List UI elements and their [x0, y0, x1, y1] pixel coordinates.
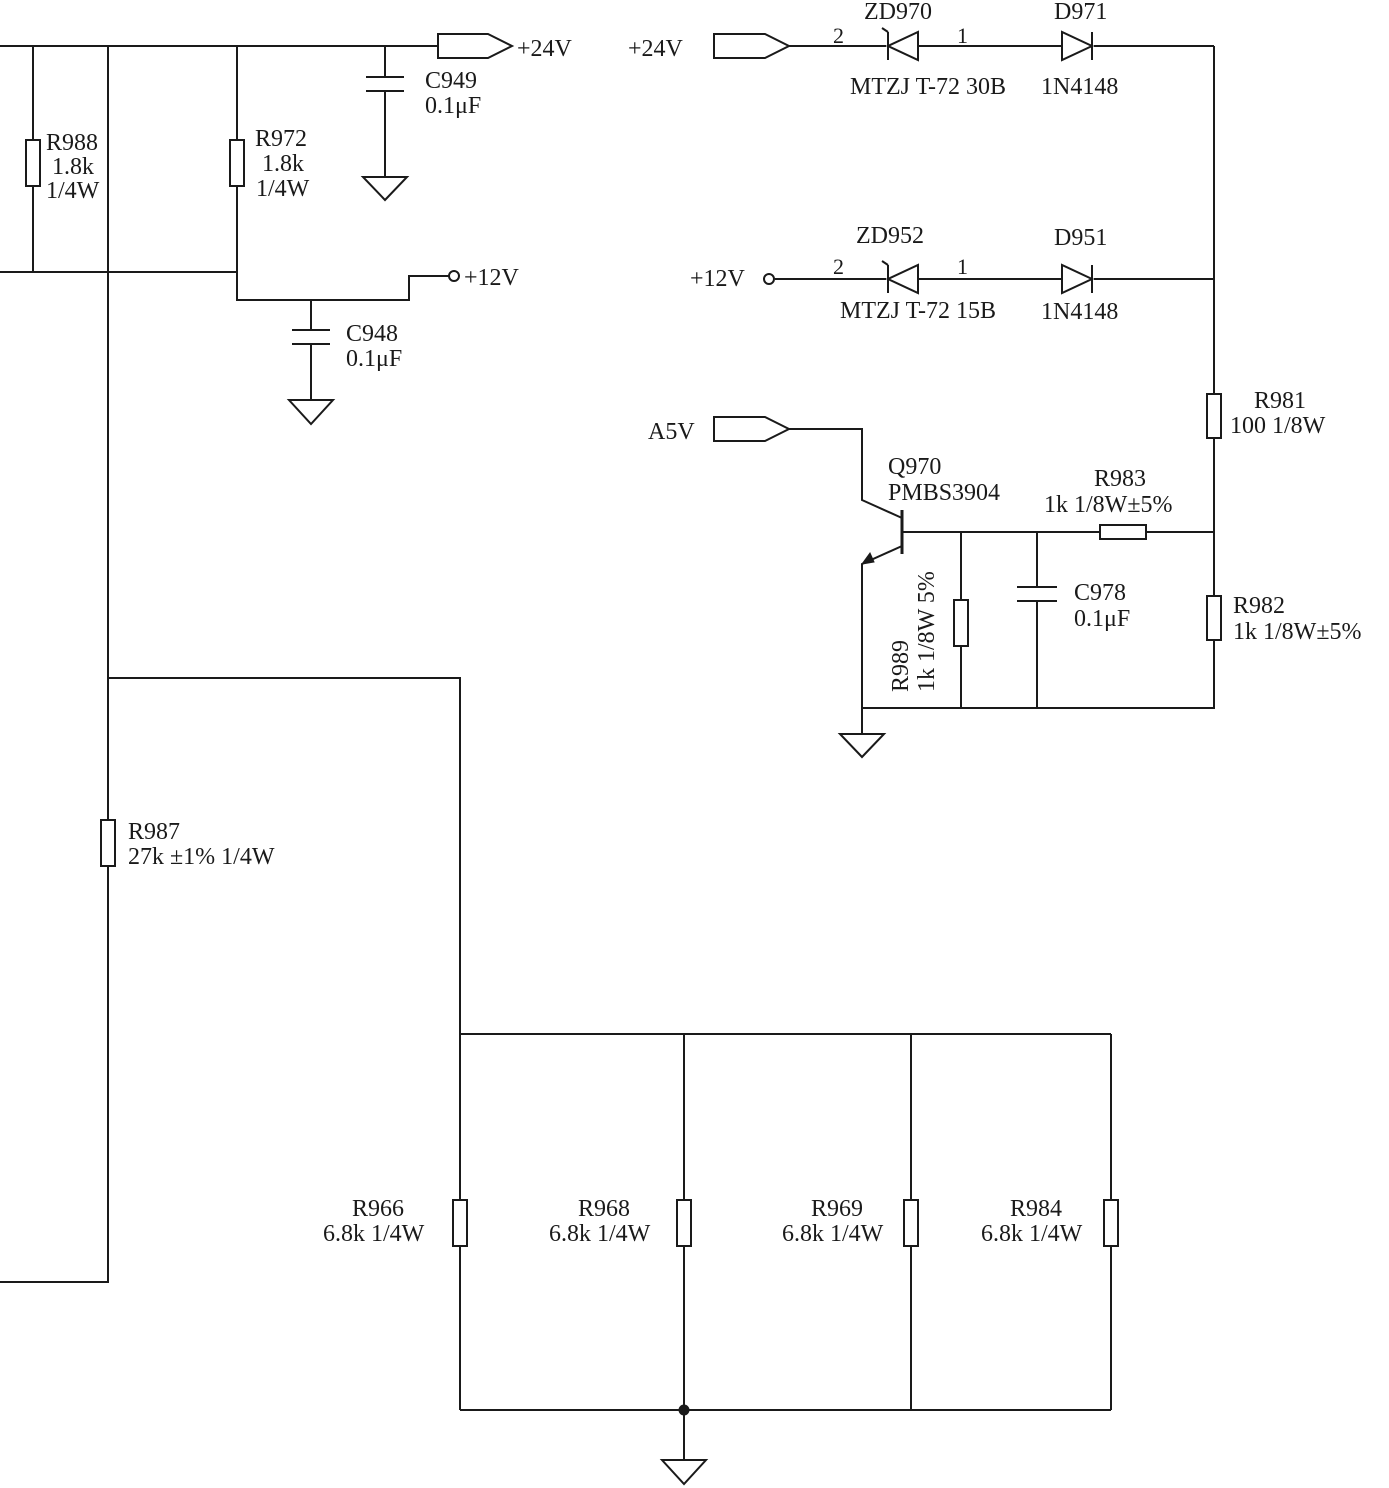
r984-value: 6.8k 1/4W — [981, 1221, 1083, 1247]
resistor-r984-icon — [1103, 1199, 1119, 1247]
wire-lower-return — [460, 1409, 1111, 1460]
terminal-12v-out-icon — [448, 270, 460, 282]
resistor-r972-icon — [229, 139, 245, 187]
r988-value: 1.8k — [52, 154, 94, 180]
net-connector-24v-in-icon — [713, 33, 792, 59]
zd970-part: MTZJ T-72 30B — [850, 74, 1006, 100]
grounds — [286, 176, 887, 1486]
d951-part: 1N4148 — [1041, 299, 1118, 325]
resistor-r989-icon — [953, 599, 969, 647]
net-connector-a5v-icon — [713, 416, 792, 442]
terminal-12v-in-icon — [763, 273, 775, 285]
labels: +24V +24V +12V +12V A5V R988 1.8k 1/4W R… — [46, 0, 1361, 1247]
r987-ref: R987 — [128, 819, 180, 845]
net-label-a5v: A5V — [648, 419, 695, 445]
c978-value: 0.1μF — [1074, 606, 1130, 632]
c949-ref: C949 — [425, 68, 477, 94]
resistor-r966-icon — [452, 1199, 468, 1247]
r983-value: 1k 1/8W±5% — [1044, 492, 1172, 518]
r987-value: 27k ±1% 1/4W — [128, 844, 275, 870]
capacitor-c978-icon — [1017, 586, 1057, 602]
r968-value: 6.8k 1/4W — [549, 1221, 651, 1247]
r966-ref: R966 — [352, 1196, 404, 1222]
r982-ref: R982 — [1233, 593, 1285, 619]
wire-a5v — [789, 428, 903, 519]
r989-value: 1k 1/8W 5% — [914, 571, 940, 692]
zd970-ref: ZD970 — [864, 0, 932, 25]
capacitors — [292, 76, 1057, 602]
zd952-pin1: 1 — [957, 254, 968, 279]
capacitor-c949-icon — [366, 76, 404, 92]
r969-ref: R969 — [811, 1196, 863, 1222]
net-label-24v-out: +24V — [517, 36, 573, 62]
r972-ref: R972 — [255, 126, 307, 152]
r983-ref: R983 — [1094, 466, 1146, 492]
c978-ref: C978 — [1074, 580, 1126, 606]
r966-value: 6.8k 1/4W — [323, 1221, 425, 1247]
resistor-r988-icon — [25, 139, 41, 187]
r972-power: 1/4W — [256, 176, 310, 202]
c949-value: 0.1μF — [425, 93, 481, 119]
r968-ref: R968 — [578, 1196, 630, 1222]
net-label-12v-out: +12V — [464, 265, 520, 291]
zd970-pin2: 2 — [833, 23, 844, 48]
resistor-r982-icon — [1206, 595, 1222, 641]
net-label-12v-in: +12V — [690, 266, 746, 292]
r972-value: 1.8k — [262, 151, 304, 177]
zener-zd952-icon — [881, 260, 919, 295]
r988-ref: R988 — [46, 130, 98, 156]
resistor-r981-icon — [1206, 393, 1222, 439]
ground-c948-icon — [286, 399, 336, 426]
resistors — [25, 139, 1222, 1247]
resistor-r968-icon — [676, 1199, 692, 1247]
zd952-ref: ZD952 — [856, 223, 924, 249]
d971-ref: D971 — [1054, 0, 1107, 25]
resistor-r969-icon — [903, 1199, 919, 1247]
wire-r972 — [236, 46, 452, 301]
junction-dot-icon — [678, 1404, 690, 1416]
r984-ref: R984 — [1010, 1196, 1062, 1222]
ground-c949-icon — [360, 176, 410, 202]
r969-value: 6.8k 1/4W — [782, 1221, 884, 1247]
net-connector-24v-out-icon — [437, 33, 515, 59]
diode-d971-icon — [1061, 30, 1095, 62]
resistor-r987-icon — [100, 819, 116, 867]
q970-ref: Q970 — [888, 454, 941, 480]
net-label-24v-in: +24V — [628, 36, 684, 62]
transistor-q970-icon — [860, 510, 904, 565]
d951-ref: D951 — [1054, 225, 1107, 251]
r981-value: 100 1/8W — [1230, 413, 1326, 439]
diodes — [881, 27, 1095, 295]
c948-value: 0.1μF — [346, 346, 402, 372]
wires — [0, 45, 1215, 1460]
diode-d951-icon — [1061, 263, 1095, 295]
c948-ref: C948 — [346, 321, 398, 347]
r982-value: 1k 1/8W±5% — [1233, 619, 1361, 645]
d971-part: 1N4148 — [1041, 74, 1118, 100]
zd952-part: MTZJ T-72 15B — [840, 298, 996, 324]
q970-part: PMBS3904 — [888, 480, 1000, 506]
zener-zd970-icon — [881, 27, 919, 62]
resistor-r983-icon — [1099, 524, 1147, 540]
r981-ref: R981 — [1254, 388, 1306, 414]
r988-power: 1/4W — [46, 178, 100, 204]
capacitor-c948-icon — [292, 329, 330, 345]
ground-bottom-icon — [659, 1459, 709, 1486]
wire-main-vertical — [0, 46, 109, 1283]
zd952-pin2: 2 — [833, 254, 844, 279]
wire-lower-feed — [108, 677, 1111, 1035]
ground-q970-icon — [837, 733, 887, 759]
zd970-pin1: 1 — [957, 23, 968, 48]
r989-ref: R989 — [888, 640, 914, 692]
connectors — [437, 33, 792, 1416]
